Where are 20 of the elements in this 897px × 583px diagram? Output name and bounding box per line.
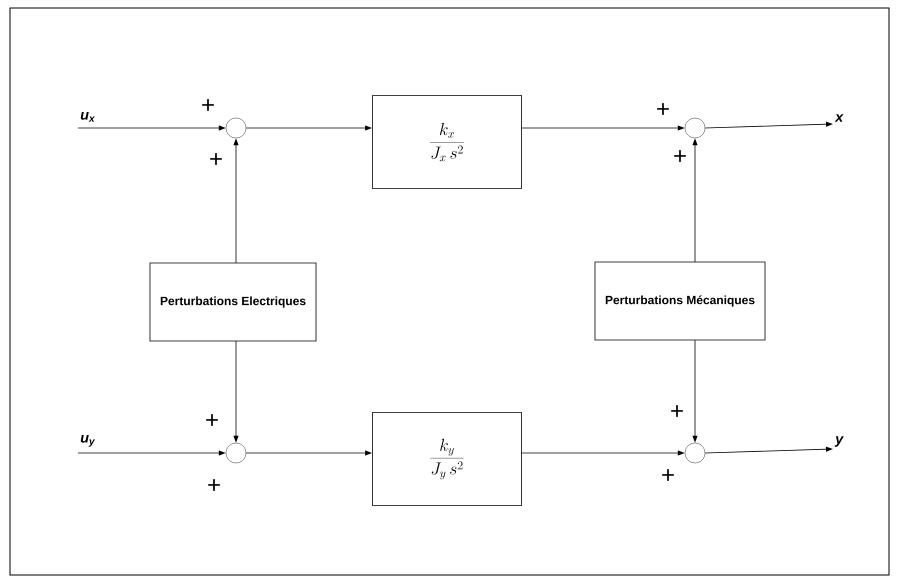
summing-junction xyxy=(684,118,706,138)
sign-label: + xyxy=(206,414,218,426)
sign-label: + xyxy=(657,103,669,115)
transfer-function-box: $\frac{k_x}{J_x\, s^{2}}$ xyxy=(372,95,522,189)
summing-junction xyxy=(684,442,706,464)
transfer-function-box: $\frac{k_y}{J_y\, s^{2}}$ xyxy=(372,412,522,506)
summing-junction xyxy=(226,442,246,464)
sign-label: + xyxy=(671,405,683,417)
disturbance-box: Perturbations Mécaniques xyxy=(594,262,766,340)
input-label: u$_{x}$ xyxy=(80,112,95,122)
input-label: u$_{y}$ xyxy=(80,434,95,447)
sign-label: + xyxy=(210,153,222,165)
disturbance-box: Perturbations Electriques xyxy=(150,262,316,342)
sign-label: + xyxy=(674,150,686,162)
sign-label: + xyxy=(202,99,214,111)
sign-label: + xyxy=(208,479,220,491)
output-label: y xyxy=(834,436,844,447)
sign-label: + xyxy=(662,469,674,481)
summing-junction xyxy=(226,118,246,138)
output-label: x xyxy=(834,114,844,122)
